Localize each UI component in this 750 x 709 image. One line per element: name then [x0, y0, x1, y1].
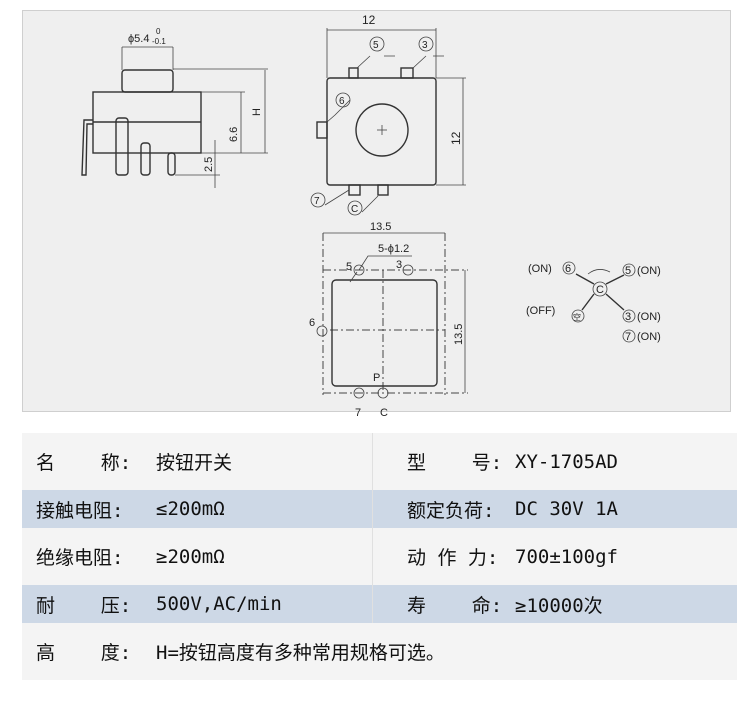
- spec-value: 按钮开关: [156, 452, 233, 474]
- spec-row: 高 度: H=按钮高度有多种常用规格可选。: [22, 623, 737, 680]
- hole-label: P: [373, 372, 380, 384]
- spec-label: 绝缘电阻:: [36, 547, 124, 569]
- spec-label: 接触电阻:: [36, 499, 124, 522]
- spec-value: DC 30V 1A: [515, 498, 618, 520]
- hole-label: 5: [346, 261, 352, 273]
- technical-drawing: ϕ5.4 0 -0.1 H 6.6 2.5 12 12 5 3 6 7 C: [81, 13, 661, 419]
- spec-value: ≥10000次: [515, 594, 603, 617]
- on-label: (ON): [637, 331, 661, 343]
- off-label: (OFF): [526, 305, 555, 317]
- height-label: H: [251, 108, 263, 116]
- spec-row: 绝缘电阻: ≥200mΩ 动 作 力: 700±100gf: [22, 528, 737, 585]
- spec-label: 寿 命:: [407, 594, 503, 617]
- pin-5: 5: [625, 265, 631, 277]
- hole-label: 6: [309, 317, 315, 329]
- spec-value: H=按钮高度有多种常用规格可选。: [156, 642, 445, 664]
- off-pin: 空: [573, 312, 581, 322]
- spec-label: 耐 压:: [36, 594, 132, 617]
- spec-row: 名 称: 按钮开关 型 号: XY-1705AD: [22, 433, 737, 490]
- diameter-label: ϕ5.4: [128, 33, 149, 45]
- hole-label: 3: [396, 259, 402, 271]
- spec-row: 耐 压: 500V,AC/min 寿 命: ≥10000次: [22, 585, 737, 623]
- spec-label: 额定负荷:: [407, 499, 495, 522]
- pin-7: 7: [625, 331, 631, 343]
- spec-value: ≥200mΩ: [156, 545, 225, 568]
- width-label: 12: [362, 13, 376, 27]
- common-pin: C: [596, 284, 604, 296]
- on-label: (ON): [637, 311, 661, 323]
- spec-value: ≤200mΩ: [156, 498, 225, 520]
- pin-6: 6: [565, 263, 571, 275]
- spec-row: 接触电阻: ≤200mΩ 额定负荷: DC 30V 1A: [22, 490, 737, 528]
- pin-label: 7: [314, 196, 320, 207]
- spec-label: 高 度:: [36, 642, 132, 664]
- spec-value: XY-1705AD: [515, 450, 618, 473]
- hole-label: 7: [355, 407, 361, 419]
- body-height-label: 6.6: [228, 127, 240, 142]
- pin-label: C: [351, 204, 358, 215]
- tol-upper: 0: [156, 27, 161, 36]
- pin-label: 6: [339, 96, 345, 107]
- top-view: 12 12 5 3 6 7 C: [310, 13, 466, 216]
- spec-table: 名 称: 按钮开关 型 号: XY-1705AD 接触电阻: ≤200mΩ 额定负荷:…: [22, 433, 737, 680]
- tol-lower: -0.1: [152, 37, 166, 46]
- pin-3: 3: [625, 311, 631, 323]
- on-label: (ON): [637, 265, 661, 277]
- drawing-panel: [22, 10, 731, 412]
- spec-value: 500V,AC/min: [156, 593, 282, 615]
- pin-label: 3: [422, 40, 428, 51]
- height-label-top: 12: [449, 131, 463, 145]
- spec-label: 动 作 力:: [407, 547, 499, 569]
- spec-value: 700±100gf: [515, 545, 618, 568]
- side-view: ϕ5.4 0 -0.1 H 6.6 2.5: [81, 27, 268, 188]
- holes-label: 5-ϕ1.2: [378, 243, 409, 255]
- on-label: (ON): [528, 263, 552, 275]
- hole-label: C: [380, 407, 388, 419]
- pin-label: 5: [373, 40, 379, 51]
- switch-schematic: C 6 (ON) 5 (ON) 空 (OFF) 3 (ON) 7 (ON): [526, 261, 661, 343]
- fp-height-label: 13.5: [453, 324, 465, 345]
- footprint-view: 13.5 13.5 5-ϕ1.2 5 3 6 7 C P: [309, 221, 468, 419]
- spec-label: 名 称:: [36, 452, 132, 474]
- spec-label: 型 号:: [407, 452, 503, 474]
- pin-length-label: 2.5: [203, 157, 215, 172]
- fp-width-label: 13.5: [370, 221, 391, 233]
